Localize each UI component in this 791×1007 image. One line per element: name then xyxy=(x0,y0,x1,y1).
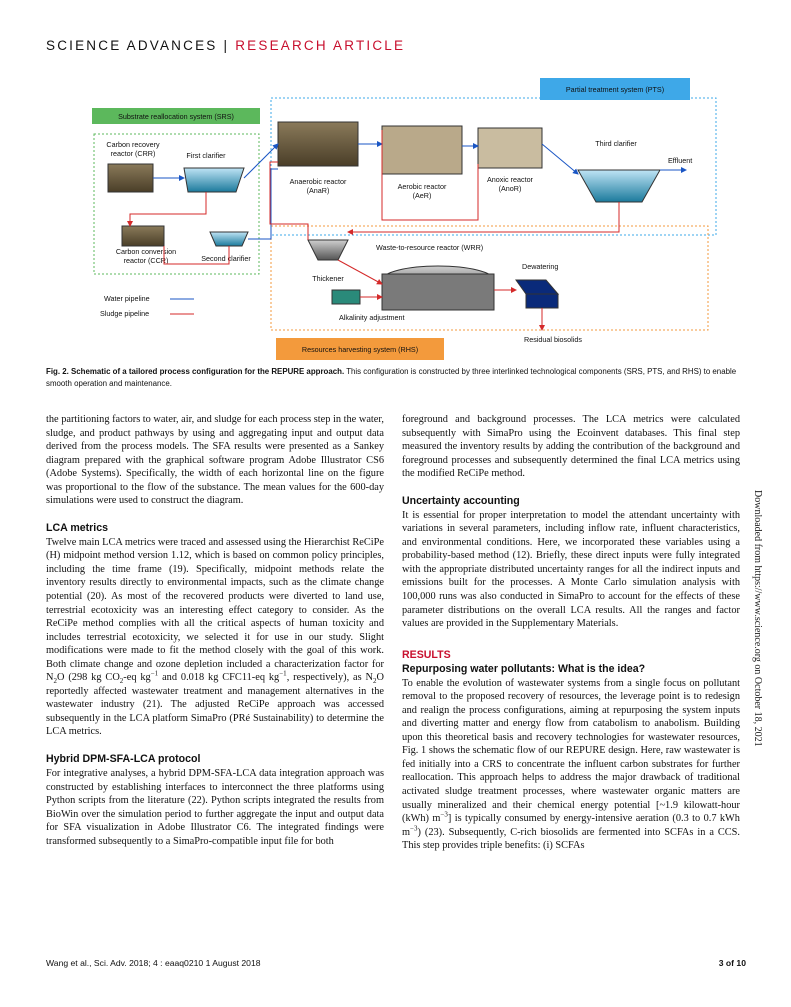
figure-caption: Fig. 2. Schematic of a tailored process … xyxy=(46,366,746,390)
heading-results: RESULTS xyxy=(402,648,451,661)
anaerobic-label-2: (AnaR) xyxy=(307,186,330,195)
ccr-label: Carbon conversion xyxy=(116,247,176,256)
anoxic-label: Anoxic reactor xyxy=(487,175,534,184)
dewatering-unit xyxy=(515,279,560,309)
caption-label: Fig. 2. Schematic of a tailored process … xyxy=(46,367,345,376)
caption-text: This configuration is constructed by thr… xyxy=(46,367,737,388)
first-clarifier xyxy=(183,167,245,193)
crr-tank xyxy=(107,163,154,193)
aerobic-reactor xyxy=(381,125,463,175)
ccr-label-2: reactor (CCR) xyxy=(124,256,169,265)
dewatering-label: Dewatering xyxy=(522,262,558,271)
aerobic-label: Aerobic reactor xyxy=(398,182,447,191)
right-paragraph-2: It is essential for proper interpretatio… xyxy=(402,509,740,630)
section-name: RESEARCH ARTICLE xyxy=(235,38,406,53)
right-paragraph-1: foreground and background processes. The… xyxy=(402,414,740,480)
rhs-region xyxy=(270,225,709,331)
legend-sludge-label: Sludge pipeline xyxy=(100,309,149,318)
third-clarifier xyxy=(577,169,661,203)
crr-label: Carbon recovery xyxy=(106,140,160,149)
page-number: 3 of 10 xyxy=(718,958,746,968)
left-paragraph-1: the partitioning factors to water, air, … xyxy=(46,414,384,507)
journal-name: SCIENCE ADVANCES xyxy=(46,38,218,53)
srs-title-box xyxy=(92,108,260,124)
journal-header: SCIENCE ADVANCES | RESEARCH ARTICLE xyxy=(46,38,405,53)
header-separator: | xyxy=(223,38,230,53)
second-clarifier-label: Second clarifier xyxy=(201,254,251,263)
right-paragraph-3: To enable the evolution of wastewater sy… xyxy=(402,677,740,852)
wrr-body xyxy=(381,273,495,311)
thickener-label: Thickener xyxy=(312,274,344,283)
pts-region xyxy=(270,97,717,236)
aerobic-label-2: (AeR) xyxy=(413,191,432,200)
ccr-tank xyxy=(121,225,165,247)
wrr-label: Waste-to-resource reactor (WRR) xyxy=(376,243,483,252)
page-footer: Wang et al., Sci. Adv. 2018; 4 : eaaq021… xyxy=(46,958,746,968)
alkalinity-label: Alkalinity adjustment xyxy=(339,313,405,322)
left-paragraph-3: For integrative analyses, a hybrid DPM-S… xyxy=(46,768,384,847)
left-column: the partitioning factors to water, air, … xyxy=(46,413,384,848)
heading-hybrid-protocol: Hybrid DPM-SFA-LCA protocol xyxy=(46,753,201,766)
legend-water-label: Water pipeline xyxy=(104,294,150,303)
thickener xyxy=(307,239,349,261)
sludge-pipelines xyxy=(127,130,620,331)
crr-label-2: reactor (CRR) xyxy=(111,149,156,158)
alkalinity-tank xyxy=(331,289,361,305)
rhs-title: Resources harvesting system (RHS) xyxy=(302,345,418,354)
second-clarifier xyxy=(209,231,249,247)
anoxic-reactor xyxy=(477,127,543,169)
anoxic-label-2: (AnoR) xyxy=(499,184,522,193)
water-pipelines xyxy=(153,141,687,240)
download-notice: Downloaded from https://www.science.org … xyxy=(751,490,765,810)
rhs-title-box xyxy=(276,338,444,360)
first-clarifier-label: First clarifier xyxy=(186,151,226,160)
srs-title: Substrate reallocation system (SRS) xyxy=(118,112,234,121)
srs-region xyxy=(93,133,260,275)
pts-title: Partial treatment system (PTS) xyxy=(566,85,664,94)
right-column: foreground and background processes. The… xyxy=(402,413,740,853)
effluent-label: Effluent xyxy=(668,156,692,165)
residual-label: Residual biosolids xyxy=(524,335,582,344)
third-clarifier-label: Third clarifier xyxy=(595,139,637,148)
heading-repurposing: Repurposing water pollutants: What is th… xyxy=(402,662,646,675)
download-notice-text: Downloaded from https://www.science.org … xyxy=(752,490,763,747)
figure-schematic: Partial treatment system (PTS) Substrate… xyxy=(92,78,717,360)
heading-uncertainty: Uncertainty accounting xyxy=(402,494,520,507)
left-paragraph-2: Twelve main LCA metrics were traced and … xyxy=(46,536,385,738)
pts-title-box xyxy=(540,78,690,100)
anaerobic-label: Anaerobic reactor xyxy=(290,177,347,186)
heading-lca-metrics: LCA metrics xyxy=(46,521,109,534)
anaerobic-reactor xyxy=(277,121,359,167)
footer-citation: Wang et al., Sci. Adv. 2018; 4 : eaaq021… xyxy=(46,958,261,968)
